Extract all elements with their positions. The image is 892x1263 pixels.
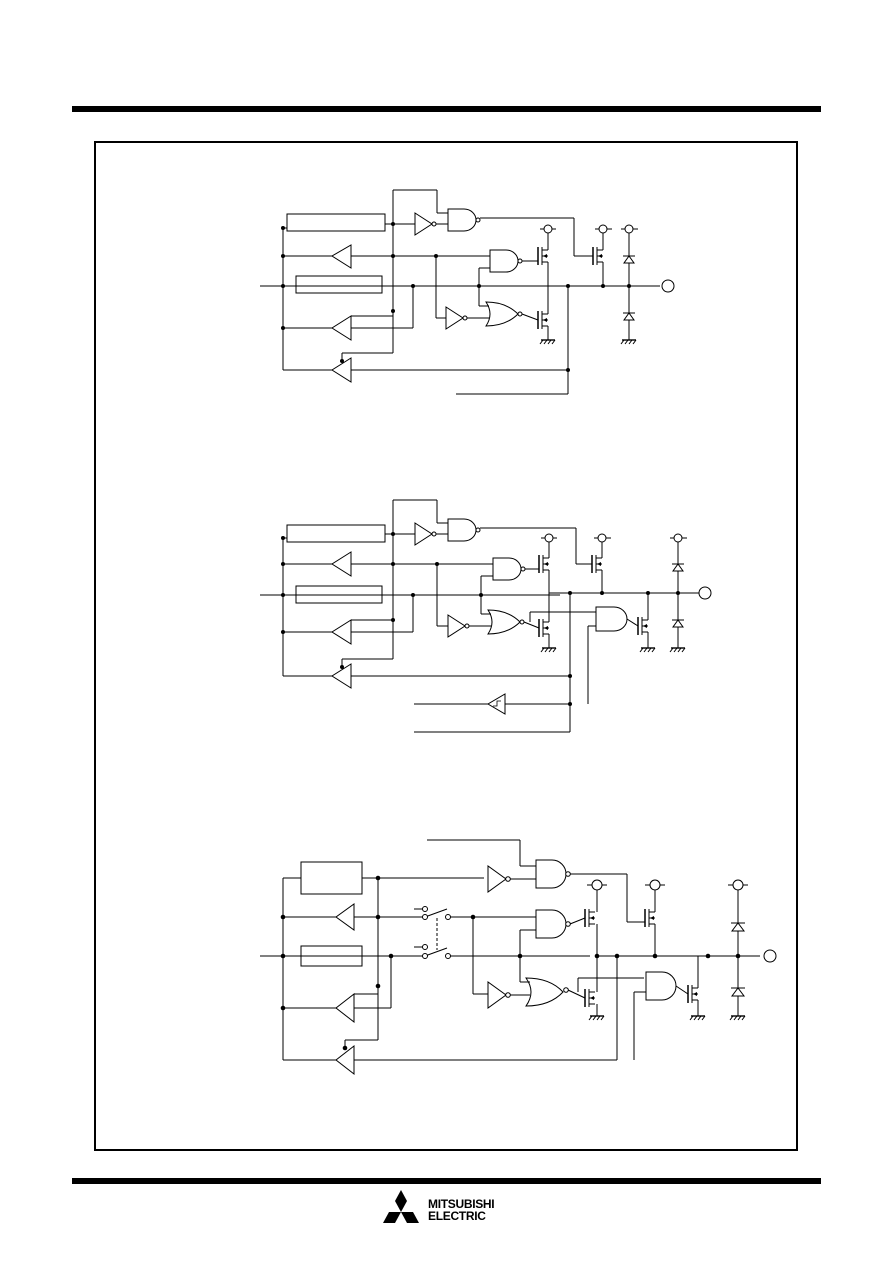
and-gate: [645, 971, 677, 1001]
diode: [672, 563, 684, 572]
resistor-box: [286, 524, 386, 543]
resistor-box: [286, 213, 386, 232]
buffer-triangle: [335, 992, 355, 1024]
nand-gate: [492, 557, 522, 581]
diagram-frame: [94, 141, 798, 1151]
resistor-box: [295, 585, 383, 604]
circuit-1: [260, 189, 675, 395]
inverter-triangle: [414, 212, 433, 236]
nor-gate: [525, 977, 564, 1007]
switch: [424, 908, 448, 918]
buffer-triangle: [331, 244, 352, 269]
footer-rule: [72, 1178, 821, 1184]
nor-gate: [487, 609, 521, 635]
buffer-triangle: [331, 315, 352, 341]
brand-wordmark: MITSUBISHI ELECTRIC: [428, 1197, 495, 1223]
brand-line-1: MITSUBISHI: [428, 1197, 495, 1211]
inverter-triangle: [487, 981, 507, 1009]
brand-line-2: ELECTRIC: [428, 1209, 486, 1223]
output-pad: [661, 279, 675, 293]
header-rule: [72, 106, 821, 112]
nand-gate: [447, 518, 477, 542]
diode: [672, 619, 684, 628]
diode: [623, 255, 635, 264]
inverter-triangle: [447, 614, 466, 638]
resistor-box: [300, 945, 363, 967]
inverter-triangle: [487, 865, 507, 893]
buffer-triangle: [331, 551, 352, 577]
output-pad: [698, 586, 712, 600]
circuit-3: [260, 839, 777, 1076]
nand-gate: [489, 249, 519, 273]
buffer-triangle: [335, 903, 355, 931]
output-pad: [763, 949, 777, 963]
inverter-triangle: [445, 306, 464, 330]
and-gate: [595, 606, 628, 632]
resistor-box: [295, 275, 383, 294]
nand-gate: [447, 208, 477, 232]
schmitt-buffer: [487, 693, 506, 715]
nor-gate: [485, 301, 519, 327]
buffer-triangle: [331, 619, 352, 645]
circuit-2: [260, 499, 712, 733]
nand-gate: [535, 909, 567, 939]
diode: [731, 922, 745, 932]
mitsubishi-logo-icon: [383, 1190, 419, 1223]
resistor-box: [300, 861, 363, 895]
nand-gate: [535, 859, 567, 889]
diode: [731, 987, 745, 997]
inverter-triangle: [414, 522, 433, 546]
diode: [623, 312, 635, 321]
switch: [424, 947, 448, 957]
